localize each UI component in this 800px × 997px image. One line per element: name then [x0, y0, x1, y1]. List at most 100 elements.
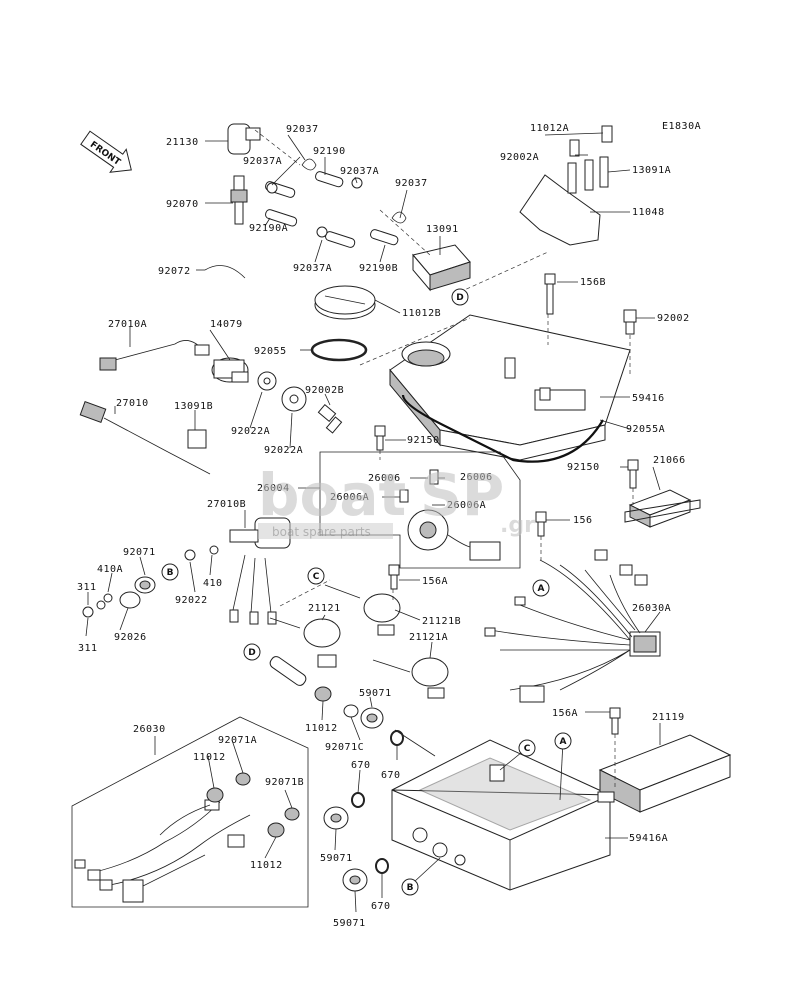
bolt-156A-a[interactable]: [388, 564, 400, 590]
bracket-11048[interactable]: [519, 125, 613, 246]
svg-text:A: A: [560, 737, 567, 747]
label-13091A: 13091A: [632, 165, 671, 176]
watermark-tagline: boat spare parts: [272, 525, 371, 539]
leader-lines: [85, 132, 661, 913]
nut-92071A[interactable]: [235, 772, 251, 786]
sensor-27010[interactable]: [79, 401, 211, 475]
label-156A-a: 156A: [422, 576, 448, 587]
diagram-code: E1830A: [662, 121, 701, 132]
fitting-59071b[interactable]: [323, 806, 349, 830]
fitting-59071c[interactable]: [342, 868, 368, 892]
regulator-21066[interactable]: [624, 489, 701, 528]
spark-plug[interactable]: [230, 175, 248, 225]
label-26006-a: 26006: [368, 473, 401, 484]
label-92055A: 92055A: [626, 424, 665, 435]
label-26030A: 26030A: [632, 603, 671, 614]
label-311-b: 311: [78, 643, 98, 654]
nut-92071[interactable]: [134, 576, 156, 594]
fitting-59071a[interactable]: [360, 707, 384, 729]
label-92071A: 92071A: [218, 735, 257, 746]
callout-A-right: A: [532, 579, 550, 597]
flywheel-sensor[interactable]: [399, 469, 501, 561]
label-27010A: 27010A: [108, 319, 147, 330]
cap-11012B[interactable]: [314, 285, 376, 320]
block-13091B[interactable]: [187, 429, 207, 449]
junction-block-13091[interactable]: [412, 244, 471, 292]
label-21121A: 21121A: [409, 632, 448, 643]
label-92022A-b: 92022A: [264, 445, 303, 456]
bolt-92150a[interactable]: [374, 425, 386, 451]
harness-26030[interactable]: [74, 799, 251, 903]
nut-311b[interactable]: [82, 606, 94, 618]
box-59416A[interactable]: [391, 739, 611, 891]
label-13091: 13091: [426, 224, 459, 235]
switch-14079[interactable]: [211, 357, 249, 383]
callout-B-left: B: [161, 563, 179, 581]
oring-92055[interactable]: [310, 338, 368, 362]
unit-21119[interactable]: [597, 734, 732, 813]
bolt-156[interactable]: [535, 511, 547, 537]
coil-21121A[interactable]: [372, 657, 449, 699]
label-92190: 92190: [313, 146, 346, 157]
label-26004: 26004: [257, 483, 290, 494]
label-156: 156: [573, 515, 593, 526]
callout-C-coil: C: [307, 567, 325, 585]
svg-text:C: C: [313, 572, 320, 582]
dashed-leaders: [254, 129, 634, 790]
label-26030: 26030: [133, 724, 166, 735]
label-92190A: 92190A: [249, 223, 288, 234]
washer-311a[interactable]: [96, 600, 106, 610]
bolt-156A-b[interactable]: [609, 707, 621, 735]
callout-C-box: C: [518, 739, 536, 757]
callout-D-top: D: [451, 288, 469, 306]
gasket-92055A[interactable]: [401, 394, 604, 463]
label-21130: 21130: [166, 137, 199, 148]
label-21066: 21066: [653, 455, 686, 466]
nut-92071B[interactable]: [284, 807, 300, 821]
bolt-156B[interactable]: [544, 273, 556, 315]
washer-92022[interactable]: [184, 549, 196, 561]
spark-plug-cap[interactable]: [227, 123, 261, 155]
label-670-b: 670: [381, 770, 401, 781]
grommet-11012a[interactable]: [314, 686, 332, 702]
cover-59416[interactable]: [389, 314, 631, 461]
label-92002A: 92002A: [500, 152, 539, 163]
bolt-92002[interactable]: [623, 309, 637, 335]
svg-text:C: C: [524, 744, 531, 754]
label-26006-b: 26006: [460, 472, 493, 483]
label-26006A-b: 26006A: [447, 500, 486, 511]
label-11012-a: 11012: [305, 723, 338, 734]
nut-92071C[interactable]: [343, 704, 359, 718]
oring-670a[interactable]: [390, 730, 404, 746]
coil-21121[interactable]: [269, 617, 341, 668]
label-92150-b: 92150: [567, 462, 600, 473]
label-156A-b: 156A: [552, 708, 578, 719]
svg-text:D: D: [248, 648, 255, 658]
bolt-92150b[interactable]: [627, 459, 639, 489]
label-92026: 92026: [114, 632, 147, 643]
grommet-11012b[interactable]: [206, 787, 224, 803]
oring-670b[interactable]: [351, 792, 365, 808]
harness-26030A[interactable]: [484, 549, 661, 703]
sensor-27010A[interactable]: [99, 340, 210, 371]
oring-670c[interactable]: [375, 858, 389, 874]
label-11012-c: 11012: [250, 860, 283, 871]
label-92070: 92070: [166, 199, 199, 210]
watermark: boat SP .gr boat spare parts: [258, 461, 535, 539]
washer-410[interactable]: [209, 545, 219, 555]
label-26006A-a: 26006A: [330, 492, 369, 503]
washer-410A[interactable]: [103, 593, 113, 603]
coil-21121B[interactable]: [324, 584, 401, 636]
part-labels: 21130 92037 92190 92037A 92037A 92037 92…: [77, 123, 690, 929]
label-410: 410: [203, 578, 223, 589]
bolt-92002B[interactable]: [317, 403, 343, 434]
grommet-92026[interactable]: [119, 591, 141, 609]
label-92002: 92002: [657, 313, 690, 324]
label-92037A-a: 92037A: [243, 156, 282, 167]
label-92037A-b: 92037A: [340, 166, 379, 177]
hose-D[interactable]: [268, 655, 308, 688]
grommet-11012c[interactable]: [267, 822, 285, 838]
watermark-brand-a: boat: [258, 461, 406, 529]
label-92071C: 92071C: [325, 742, 364, 753]
